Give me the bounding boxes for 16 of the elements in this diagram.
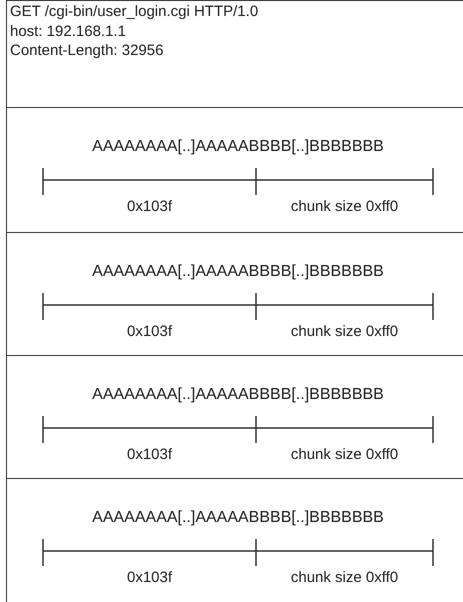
header-line: Content-Length: 32956 xyxy=(10,42,164,60)
offset-label: 0x103f xyxy=(126,323,172,341)
header-line: GET /cgi-bin/user_login.cgi HTTP/1.0 xyxy=(10,3,258,21)
offset-label: 0x103f xyxy=(126,198,172,216)
payload-string: AAAAAAAA[..]AAAAABBBB[..]BBBBBBB xyxy=(92,509,384,527)
request-header-box xyxy=(6,0,463,108)
chunk-size-label: chunk size 0xff0 xyxy=(290,569,398,587)
chunk-size-label: chunk size 0xff0 xyxy=(290,198,398,216)
chunk-size-label: chunk size 0xff0 xyxy=(290,446,398,464)
chunk-size-label: chunk size 0xff0 xyxy=(290,323,398,341)
payload-string: AAAAAAAA[..]AAAAABBBB[..]BBBBBBB xyxy=(92,263,384,281)
payload-string: AAAAAAAA[..]AAAAABBBB[..]BBBBBBB xyxy=(92,386,384,404)
payload-string: AAAAAAAA[..]AAAAABBBB[..]BBBBBBB xyxy=(92,138,384,156)
offset-label: 0x103f xyxy=(126,446,172,464)
header-line: host: 192.168.1.1 xyxy=(10,22,126,40)
offset-label: 0x103f xyxy=(126,569,172,587)
